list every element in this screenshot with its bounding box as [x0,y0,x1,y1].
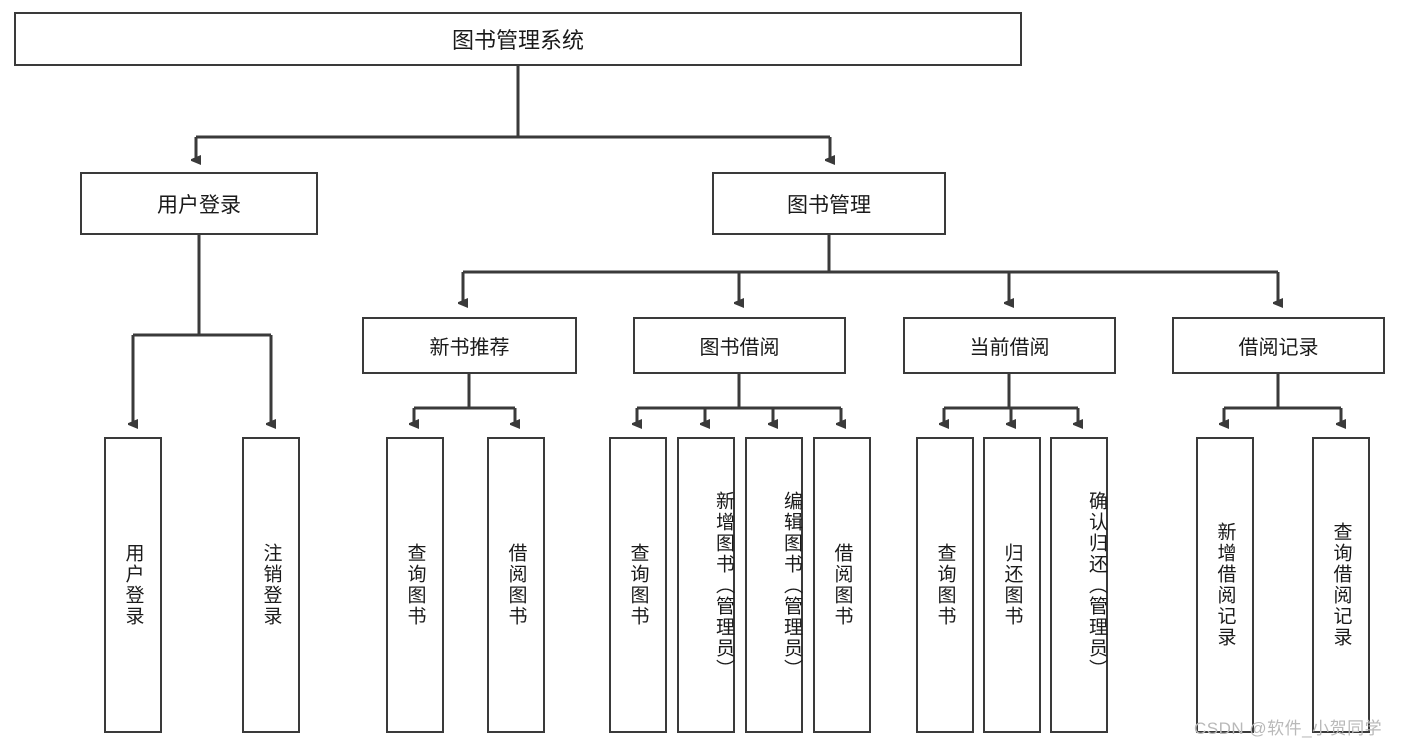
leaf-borrow-borrow-book[interactable]: 借阅图书 [813,437,871,733]
node-label: 查询图书 [934,543,956,627]
node-label: 查询借阅记录 [1330,522,1352,648]
leaf-newbook-query-book[interactable]: 查询图书 [386,437,444,733]
node-book-management[interactable]: 图书管理 [712,172,946,235]
node-label: 图书借阅 [699,337,780,359]
leaf-record-query-record[interactable]: 查询借阅记录 [1312,437,1370,733]
leaf-current-confirm-return-admin[interactable]: 确认归还（管理员） [1050,437,1108,733]
node-label: 新增借阅记录 [1214,522,1236,648]
node-label: 归还图书 [1001,543,1023,627]
node-label: 编辑图书（管理员） [781,490,802,680]
node-label: 用户登录 [157,193,241,217]
node-label: 借阅图书 [505,543,527,627]
node-label: 借阅图书 [831,543,853,627]
leaf-borrow-add-book-admin[interactable]: 新增图书（管理员） [677,437,735,733]
node-book-borrow[interactable]: 图书借阅 [633,317,846,374]
node-label: 新增图书（管理员） [713,490,734,680]
node-label: 图书管理 [787,193,871,217]
node-label: 借阅记录 [1238,337,1319,359]
node-borrow-record[interactable]: 借阅记录 [1172,317,1385,374]
watermark-text: CSDN @软件_小贺同学 [1194,719,1383,738]
leaf-current-return-book[interactable]: 归还图书 [983,437,1041,733]
node-new-book-recommend[interactable]: 新书推荐 [362,317,577,374]
leaf-borrow-query-book[interactable]: 查询图书 [609,437,667,733]
leaf-borrow-edit-book-admin[interactable]: 编辑图书（管理员） [745,437,803,733]
node-label: 注销登录 [260,543,282,627]
leaf-user-logout[interactable]: 注销登录 [242,437,300,733]
node-label: 查询图书 [627,543,649,627]
leaf-record-add-record[interactable]: 新增借阅记录 [1196,437,1254,733]
node-label: 用户登录 [122,543,144,627]
node-label: 图书管理系统 [451,28,584,53]
node-label: 确认归还（管理员） [1086,490,1107,680]
node-label: 新书推荐 [429,337,510,359]
node-root-system[interactable]: 图书管理系统 [14,12,1022,66]
node-current-borrow[interactable]: 当前借阅 [903,317,1116,374]
leaf-user-login[interactable]: 用户登录 [104,437,162,733]
node-label: 查询图书 [404,543,426,627]
node-user-login[interactable]: 用户登录 [80,172,318,235]
node-label: 当前借阅 [969,337,1050,359]
leaf-newbook-borrow-book[interactable]: 借阅图书 [487,437,545,733]
leaf-current-query-book[interactable]: 查询图书 [916,437,974,733]
